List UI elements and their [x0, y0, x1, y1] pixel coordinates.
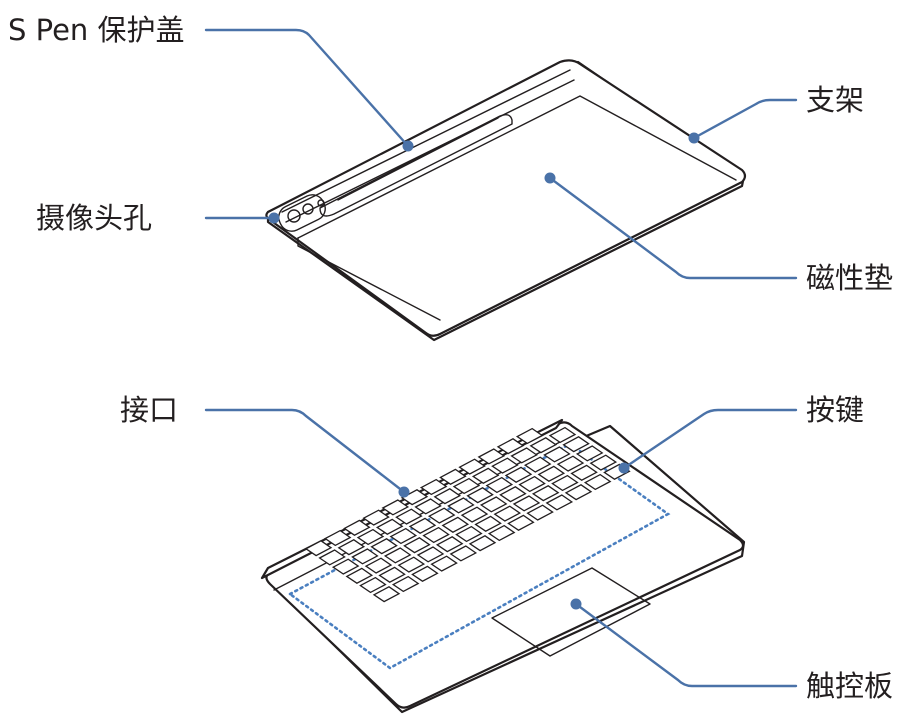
keyboard-key — [583, 473, 612, 491]
keyboard-key — [471, 467, 500, 484]
keyboard-key — [370, 538, 398, 555]
label-connector: 接口 — [120, 393, 179, 427]
keyboard-key — [381, 499, 410, 516]
keyboard-key — [518, 475, 546, 493]
keyboard-key — [531, 485, 560, 502]
keyboard-key — [545, 494, 574, 511]
keyboard-key — [474, 515, 502, 532]
keyboard-key — [362, 509, 390, 526]
keyboard-key — [575, 445, 604, 462]
keyboard-key — [504, 466, 533, 483]
keyboard-key — [477, 448, 506, 465]
keyboard-key — [391, 575, 420, 593]
keyboard-key — [479, 496, 508, 513]
keyboard-key — [351, 548, 379, 565]
keyboard-key — [375, 518, 404, 535]
keyboard-key — [435, 536, 464, 553]
keyboard-key — [515, 427, 544, 445]
keyboard-key — [389, 527, 418, 545]
keyboard-key — [589, 454, 618, 471]
keyboard-key — [485, 476, 514, 494]
key-grid — [304, 426, 631, 603]
keyboard-key — [439, 468, 467, 485]
keyboard-key — [510, 447, 538, 464]
keyboard-base — [260, 418, 746, 714]
keyboard-key — [564, 484, 593, 501]
keyboard-key — [318, 549, 346, 566]
touchpad-surface — [491, 567, 651, 657]
leader-lines — [204, 28, 798, 688]
keyboard-key — [397, 556, 426, 573]
keyboard-key — [460, 506, 489, 523]
keyboard-key — [499, 486, 527, 503]
label-stand: 支架 — [806, 83, 865, 117]
keyboard-key — [523, 456, 552, 473]
keyboard-key — [562, 436, 590, 453]
keyboard-key — [529, 437, 558, 454]
book-cover — [265, 59, 747, 342]
keyboard-key — [449, 545, 478, 562]
keyboard-key — [468, 535, 497, 552]
keyboard-key — [447, 497, 475, 514]
keyboard-key — [551, 474, 579, 492]
keyboard-key — [411, 565, 439, 582]
keyboard-key — [543, 446, 571, 463]
keyboard-key — [414, 498, 442, 515]
keyboard-key — [416, 546, 445, 563]
keyboard-key — [359, 576, 387, 594]
keyboard-key — [493, 505, 522, 522]
label-camera-hole: 摄像头孔 — [36, 201, 153, 235]
keyboard-key — [487, 524, 516, 542]
keyboard-key — [548, 426, 577, 444]
keyboard-key — [356, 528, 385, 546]
keyboard-key — [491, 457, 519, 474]
keyboard-key — [419, 478, 448, 496]
keyboard-key — [364, 557, 393, 574]
label-keys: 按键 — [806, 393, 865, 427]
keyboard-key — [337, 539, 366, 556]
keyboard-key — [556, 455, 585, 472]
keyboard-key — [430, 555, 458, 572]
keyboard-key — [452, 477, 481, 495]
keyboard-key — [408, 517, 437, 534]
keyboard-key — [512, 495, 541, 512]
keyboard-key — [383, 547, 412, 564]
label-spen-cover: S Pen 保护盖 — [8, 13, 185, 47]
keyboard-key — [458, 458, 486, 475]
keyboard-key — [455, 525, 483, 543]
label-magnetic-pad: 磁性垫 — [806, 261, 894, 295]
keyboard-key — [345, 567, 374, 584]
keyboard-key — [400, 489, 429, 506]
keyboard-key — [304, 540, 333, 557]
keyboard-key — [496, 438, 525, 455]
keyboard-key — [403, 537, 431, 554]
keyboard-key — [422, 526, 450, 544]
keyboard-key — [395, 508, 423, 525]
keyboard-key — [331, 558, 360, 575]
keyboard-key — [507, 514, 535, 531]
keyboard-key — [570, 464, 598, 481]
keyboard-key — [466, 487, 494, 504]
keyboard-key — [323, 529, 352, 547]
keyboard-key — [378, 566, 406, 583]
label-touchpad: 触控板 — [806, 669, 894, 703]
keyboard-key — [537, 465, 566, 482]
keyboard-key — [433, 488, 462, 505]
keyboard-key — [343, 519, 371, 536]
camera-module — [278, 194, 326, 232]
keyboard-key — [427, 507, 456, 524]
keyboard-key — [526, 504, 554, 521]
keyboard-key — [441, 516, 470, 533]
keyboard-key — [372, 586, 401, 603]
